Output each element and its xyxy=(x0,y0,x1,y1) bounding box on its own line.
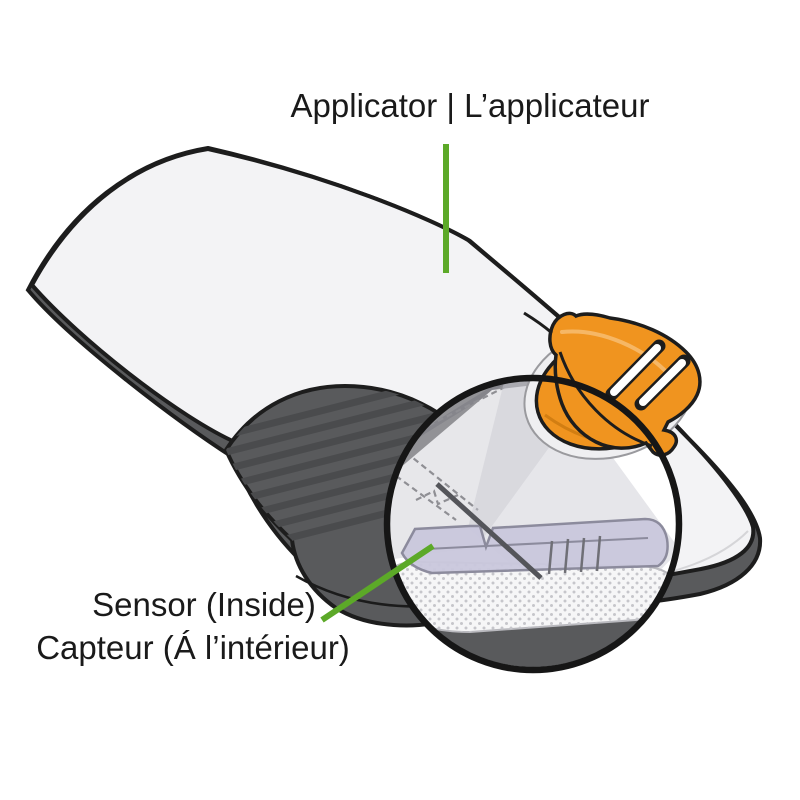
insertion-needle xyxy=(435,482,543,580)
sensor-callout-line xyxy=(320,543,435,623)
sensor-label-line2: Capteur (Á l’intérieur) xyxy=(36,629,350,666)
dashed-guides xyxy=(390,386,506,521)
magnifier-circle xyxy=(383,374,683,674)
cap-tab-contour xyxy=(558,351,653,448)
sensor xyxy=(400,517,669,575)
sensor-vent-ticks xyxy=(547,535,602,575)
device-edge-over-liner xyxy=(523,311,553,335)
magnified-housing-light xyxy=(390,382,585,560)
cap-vent-slots xyxy=(605,339,691,411)
applicator-label: Applicator | L’applicateur xyxy=(291,87,650,124)
sensor-accent-line xyxy=(425,537,649,550)
cap-tab-highlight xyxy=(560,329,674,380)
sensor-body xyxy=(400,517,669,575)
sensor-label-line1: Sensor (Inside) xyxy=(92,586,316,623)
applicator-cap xyxy=(523,311,702,460)
